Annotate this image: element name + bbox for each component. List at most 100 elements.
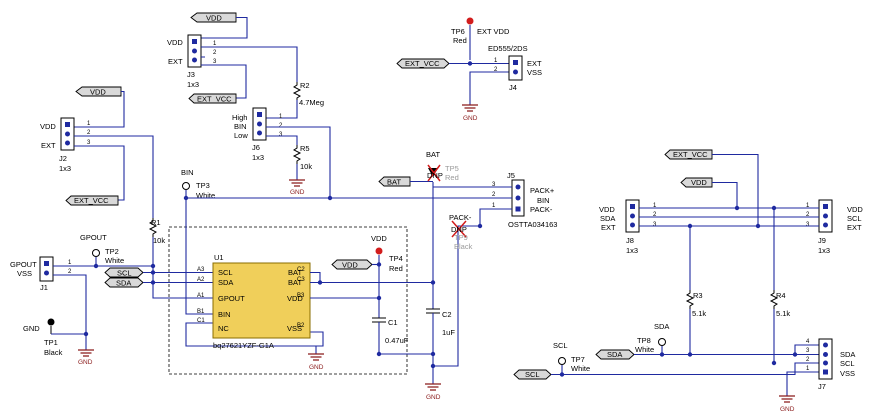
vdd-flag-top: VDD xyxy=(190,12,237,23)
tp8-ref: TP8 xyxy=(637,336,651,345)
ext-vcc-flag-right: EXT_VCC xyxy=(664,149,713,160)
gnd-net-label-tp1: GND xyxy=(23,324,40,333)
c2-capacitor: C2 1uF xyxy=(426,308,455,337)
j5-pin-1: 1 xyxy=(492,203,496,209)
j7-pin-1: 1 xyxy=(806,366,810,372)
j5-connector: J5 PACK+ BIN PACK- OSTTA034163 3 2 1 xyxy=(492,171,557,229)
j6-type: 1x3 xyxy=(252,153,264,162)
vdd-flag-u1-label: VDD xyxy=(342,261,358,270)
j8-ref: J8 xyxy=(626,236,634,245)
tp9-color: Black xyxy=(454,242,473,251)
tp1-testpoint: TP1 Black xyxy=(44,318,63,357)
j3-label-ext: EXT xyxy=(168,57,183,66)
j2-type: 1x3 xyxy=(59,164,71,173)
j6-pin-3: 3 xyxy=(279,132,283,138)
r4-resistor: R4 5.1k xyxy=(769,290,790,318)
j3-type: 1x3 xyxy=(187,80,199,89)
sda-flag-u1-label: SDA xyxy=(116,279,131,288)
vdd-flag-j2: VDD xyxy=(75,86,122,97)
u1-ball-c3: C3 xyxy=(297,277,305,283)
u1-ball-c2: C2 xyxy=(297,267,305,273)
tp7-color: White xyxy=(571,364,590,373)
bin-net-label: BIN xyxy=(181,168,194,177)
vdd-flag-top-label: VDD xyxy=(206,14,222,23)
u1-ball-b2: B2 xyxy=(297,323,305,329)
u1-part: bq27621YZF-G1A xyxy=(213,341,274,350)
j7-ref: J7 xyxy=(818,382,826,391)
j5-pin-2: 2 xyxy=(492,192,496,198)
j2-pin-2: 2 xyxy=(87,130,91,136)
gnd-label-u1: GND xyxy=(309,364,324,371)
j7-label-scl: SCL xyxy=(840,359,855,368)
r5-resistor: R5 10k xyxy=(292,144,312,171)
tp7-testpoint: TP7 White xyxy=(558,355,590,374)
ext-vcc-flag-j4-label: EXT_VCC xyxy=(405,59,440,68)
tp5-color: Red xyxy=(445,173,459,182)
u1-pin-vss: VSS xyxy=(287,324,302,333)
j4-pin-2: 2 xyxy=(494,67,498,73)
sda-flag-right: SDA xyxy=(595,349,635,360)
j7-pin-2: 2 xyxy=(806,357,810,363)
c1-capacitor: C1 0.47uF xyxy=(372,317,409,345)
tp3-color: White xyxy=(196,191,215,200)
j2-pin-1: 1 xyxy=(87,121,91,127)
u1-pin-gpout: GPOUT xyxy=(218,294,245,303)
tp4-testpoint: TP4 Red xyxy=(375,247,403,273)
u1-ball-c1: C1 xyxy=(197,318,205,324)
r5-value: 10k xyxy=(300,162,312,171)
tp9-testpoint: DNP TP9 Black xyxy=(451,220,473,251)
tp3-testpoint: TP3 White xyxy=(182,181,215,200)
j1-label-gpout: GPOUT xyxy=(10,260,37,269)
tp3-ref: TP3 xyxy=(196,181,210,190)
c1-ref: C1 xyxy=(388,318,398,327)
j4-pin-1: 1 xyxy=(494,58,498,64)
tp8-testpoint: TP8 White xyxy=(635,336,666,354)
j5-part: OSTTA034163 xyxy=(508,220,557,229)
j8-pin-1: 1 xyxy=(653,203,657,209)
gnd-label-r5: GND xyxy=(290,189,305,196)
j8-label-ext: EXT xyxy=(601,223,616,232)
j8-connector: VDD SDA EXT J8 1x3 1 2 3 xyxy=(599,199,657,255)
j5-label-pack-minus: PACK- xyxy=(530,205,553,214)
j9-pin-2: 2 xyxy=(806,212,810,218)
j9-label-ext: EXT xyxy=(847,223,862,232)
j4-label-ext: EXT xyxy=(527,59,542,68)
j7-pin-3: 3 xyxy=(806,348,810,354)
gpout-net-label: GPOUT xyxy=(80,233,107,242)
tp2-ref: TP2 xyxy=(105,247,119,256)
tp5-ref: TP5 xyxy=(445,164,459,173)
gnd-symbol-u1: GND xyxy=(308,353,324,371)
j1-pin-2: 2 xyxy=(68,269,72,275)
j6-label-low: Low xyxy=(234,131,248,140)
gnd-symbol-r5: GND xyxy=(289,179,305,196)
scl-flag-right-label: SCL xyxy=(525,370,540,379)
j6-ref: J6 xyxy=(252,143,260,152)
bat-flag: BAT xyxy=(378,176,411,187)
r2-ref: R2 xyxy=(300,81,310,90)
j5-label-bin: BIN xyxy=(537,196,550,205)
r5-ref: R5 xyxy=(300,144,310,153)
c2-value: 1uF xyxy=(442,328,455,337)
sda-flag-right-label: SDA xyxy=(607,350,622,359)
j4-ref: J4 xyxy=(509,83,517,92)
u1-pin-bat-1: BAT xyxy=(288,268,302,277)
gnd-label-j4: GND xyxy=(463,115,478,122)
u1-ball-a3: A3 xyxy=(197,267,205,273)
vdd-flag-j2-label: VDD xyxy=(90,88,106,97)
j8-pin-2: 2 xyxy=(653,212,657,218)
tp9-dnp: DNP xyxy=(451,225,467,234)
j4-connector: EXT VSS J4 1 2 xyxy=(494,55,542,92)
tp6-color: Red xyxy=(453,36,467,45)
c2-ref: C2 xyxy=(442,310,452,319)
ext-vcc-flag-top-label: EXT_VCC xyxy=(197,95,232,104)
tp2-testpoint: TP2 White xyxy=(92,247,124,266)
gnd-symbol-c2: GND xyxy=(425,383,441,401)
r1-ref: R1 xyxy=(151,218,161,227)
j9-pin-3: 3 xyxy=(806,222,810,228)
j4-label-vss: VSS xyxy=(527,68,542,77)
pack-minus-net-label: PACK- xyxy=(449,213,472,222)
j7-label-sda: SDA xyxy=(840,350,855,359)
u1-pin-bat-2: BAT xyxy=(288,278,302,287)
vdd-flag-right: VDD xyxy=(680,177,713,188)
